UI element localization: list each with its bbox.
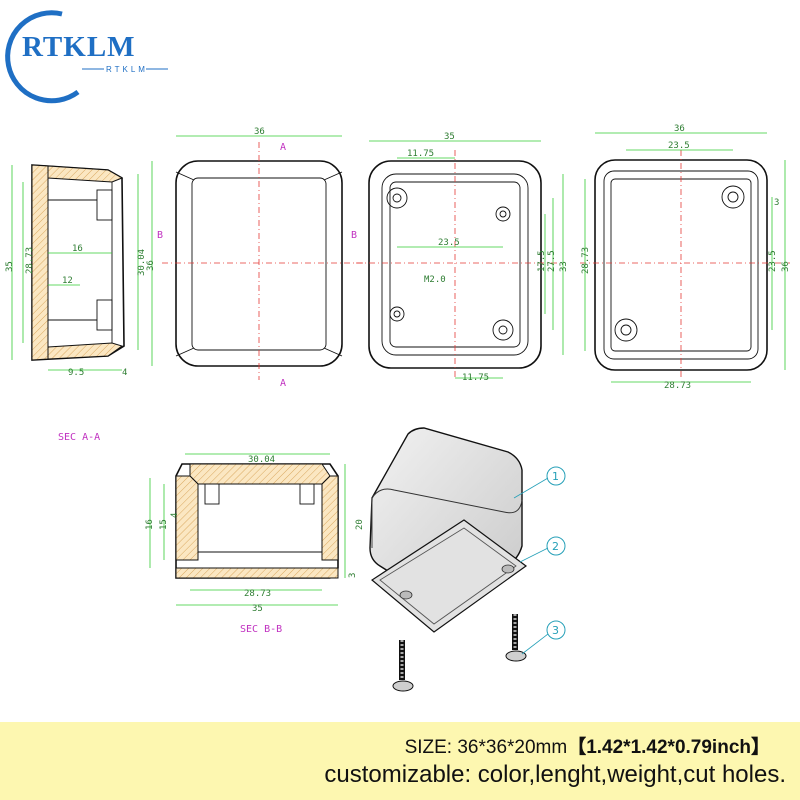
top-dim-36-height: 36 [146,260,156,271]
secbb-dim-35: 35 [252,604,263,614]
secbb-dim-15: 15 [159,519,169,530]
info-banner [0,722,800,800]
dim-16: 16 [72,244,83,254]
part-number-1: 1 [552,470,559,483]
dim-12: 12 [62,276,73,286]
logo-subtext: RTKLM [106,65,148,74]
dim-28-73: 28.73 [25,247,35,274]
secbb-dim-28-73: 28.73 [244,589,271,599]
base-dim-28-73-height: 28.73 [581,247,591,274]
secbb-dim-20: 20 [355,519,365,530]
exploded-view: 1 2 3 [369,427,566,692]
inner-dim-17-5: 17.5 [537,250,547,272]
base-dim-3: 3 [774,198,779,208]
size-inch: 【1.42*1.42*0.79inch】 [567,737,770,758]
section-mark-b-left: B [157,230,163,241]
secbb-dim-3: 3 [348,573,358,578]
inner-dim-11-75-bottom: 11.75 [462,373,489,383]
base-dim-23-5-side: 23.5 [768,250,778,272]
base-dim-23-5-top: 23.5 [668,141,690,151]
top-view: 36 36 A A B B [146,127,366,389]
dim-35: 35 [5,261,15,272]
inner-dim-33: 33 [559,261,569,272]
section-bb-label: SEC B-B [240,624,282,635]
size-spec: SIZE: 36*36*20mm【1.42*1.42*0.79inch】 [405,732,770,759]
brand-logo: RTKLM RTKLM [5,10,168,104]
part-number-2: 2 [552,540,559,553]
base-view: 36 23.5 28.73 3 23.5 36 28.73 [580,124,791,391]
secbb-dim-30-04: 30.04 [248,455,275,465]
base-dim-36-height: 36 [781,261,791,272]
size-label: SIZE: 36*36*20mm [404,737,568,758]
part-number-3: 3 [552,624,559,637]
section-mark-a-top: A [280,142,286,153]
dim-4: 4 [122,368,127,378]
inner-dim-27-5: 27.5 [547,250,557,272]
section-mark-a-bottom: A [280,378,286,389]
bottom-inner-view: 35 11.75 23.5 17.5 27.5 33 M2.0 11.75 [356,132,569,383]
thread-label-m2: M2.0 [424,275,446,285]
dim-30-04: 30.04 [137,249,147,276]
logo-text: RTKLM [22,31,136,63]
secbb-dim-16: 16 [145,519,155,530]
inner-dim-11-75-top: 11.75 [407,149,434,159]
section-mark-b-right: B [351,230,357,241]
customizable-text: customizable: color,lenght,weight,cut ho… [324,761,786,788]
inner-dim-35: 35 [444,132,455,142]
base-dim-36-width: 36 [674,124,685,134]
section-aa-label: SEC A-A [58,432,100,443]
side-section-view: 35 28.73 30.04 16 12 9.5 4 [5,164,147,378]
inner-dim-23-5: 23.5 [438,238,460,248]
section-bb-view: 30.04 16 15 4 20 3 28.73 35 [145,453,365,614]
top-dim-36-width: 36 [254,127,265,137]
dim-9-5: 9.5 [68,368,84,378]
secbb-dim-4: 4 [170,513,180,518]
base-dim-28-73-width: 28.73 [664,381,691,391]
